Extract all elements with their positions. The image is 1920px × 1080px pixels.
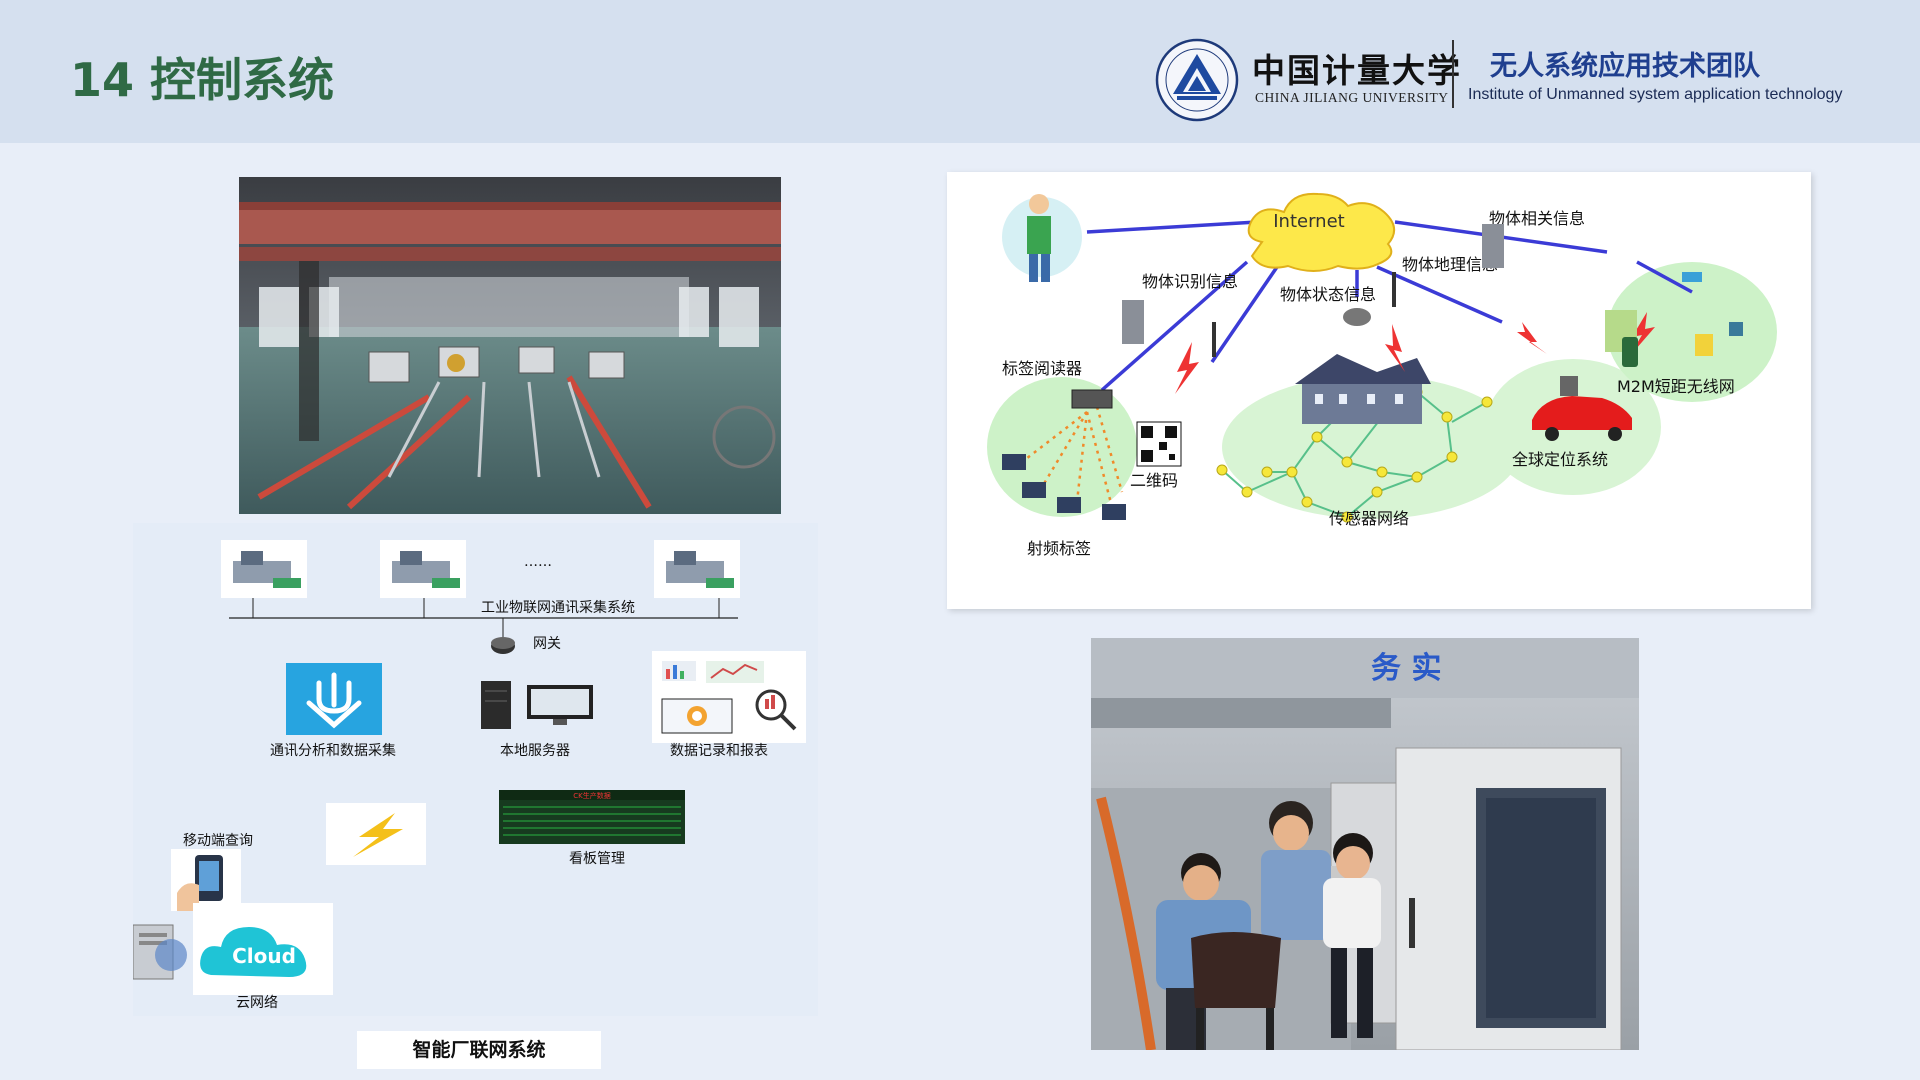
lamp-icon bbox=[1695, 322, 1743, 356]
cloud-icon: Cloud bbox=[193, 903, 333, 995]
mobile-phone-icon bbox=[1605, 310, 1638, 367]
factory-workshop-photo bbox=[239, 177, 781, 514]
label-object-id: 物体识别信息 bbox=[1142, 272, 1238, 291]
bus-label: 工业物联网通讯采集系统 bbox=[481, 599, 635, 616]
node-comm-label: 通讯分析和数据采集 bbox=[270, 742, 396, 759]
machine-icon bbox=[221, 540, 307, 598]
chair bbox=[1191, 932, 1281, 1050]
logo-divider bbox=[1452, 40, 1454, 108]
label-gps: 全球定位系统 bbox=[1512, 450, 1608, 469]
comm-analysis-icon bbox=[286, 663, 382, 735]
kanban-board-title: CK生产数据 bbox=[573, 791, 610, 800]
slide-title: 14 控制系统 bbox=[70, 53, 335, 107]
house-icon bbox=[1295, 354, 1431, 424]
cloud-label: 云网络 bbox=[236, 995, 278, 1011]
header-band: 14 控制系统 中国计量大学 CHINA JILIANG UNIVERSITY … bbox=[0, 0, 1920, 143]
reader-device-icon bbox=[1122, 224, 1504, 344]
node-report-label: 数据记录和报表 bbox=[670, 743, 768, 759]
machines-ellipsis: …… bbox=[524, 554, 552, 570]
machine-icon bbox=[654, 540, 740, 598]
machine-icon bbox=[380, 540, 466, 598]
label-qr-code: 二维码 bbox=[1130, 471, 1178, 490]
label-sensor-network: 传感器网络 bbox=[1329, 509, 1409, 528]
user-person-icon bbox=[1002, 194, 1082, 282]
gateway-label: 网关 bbox=[533, 636, 561, 652]
car-icon bbox=[1532, 376, 1632, 441]
cloud-word: Cloud bbox=[232, 944, 296, 968]
kanban-label: 看板管理 bbox=[569, 851, 625, 867]
iot-architecture-diagram: Internet 物体相关信息 物体地理信息 物体识别信息 物体状态信息 标签阅… bbox=[947, 172, 1811, 609]
sensor-device-icon bbox=[1343, 308, 1371, 326]
satellite-icon bbox=[1682, 272, 1702, 282]
engineer-figure bbox=[1323, 833, 1381, 1038]
internet-cloud-icon: Internet bbox=[1247, 192, 1395, 272]
router-icon bbox=[491, 637, 515, 654]
team-name-cn: 无人系统应用技术团队 bbox=[1490, 51, 1760, 82]
node-server-label: 本地服务器 bbox=[500, 743, 570, 759]
wall-sign-text: 务 实 bbox=[1371, 651, 1441, 686]
internet-label: Internet bbox=[1273, 211, 1344, 232]
university-seal-icon bbox=[1155, 38, 1239, 122]
mobile-phone-icon bbox=[171, 849, 241, 911]
factory-network-diagram: …… 工业物联网通讯采集系统 网关 通讯分析和数据采集 bbox=[133, 523, 818, 1016]
label-m2m: M2M短距无线网 bbox=[1617, 377, 1735, 396]
server-tower-icon bbox=[133, 924, 187, 980]
label-tag-reader: 标签阅读器 bbox=[1002, 359, 1082, 378]
qr-code-icon bbox=[1136, 421, 1182, 467]
label-object-geo: 物体地理信息 bbox=[1402, 255, 1498, 274]
team-name-en: Institute of Unmanned system application… bbox=[1468, 86, 1843, 103]
rfid-tag-icon bbox=[1002, 454, 1126, 520]
server-icon bbox=[481, 681, 511, 729]
label-object-state: 物体状态信息 bbox=[1280, 285, 1376, 304]
label-object-related: 物体相关信息 bbox=[1489, 209, 1585, 228]
logo-block: 中国计量大学 CHINA JILIANG UNIVERSITY 无人系统应用技术… bbox=[1152, 36, 1872, 122]
lightning-bolt-icon bbox=[1175, 312, 1655, 394]
lightning-icon bbox=[326, 803, 426, 865]
mobile-label: 移动端查询 bbox=[183, 833, 253, 849]
tag-reader-icon bbox=[1071, 389, 1113, 409]
university-name-en: CHINA JILIANG UNIVERSITY bbox=[1255, 90, 1449, 105]
antenna-icon bbox=[1212, 272, 1396, 357]
diagram-caption: 智能厂联网系统 bbox=[357, 1031, 601, 1069]
kanban-board-icon: CK生产数据 bbox=[499, 790, 685, 844]
control-cabinet-photo: 务 实 bbox=[1091, 638, 1639, 1050]
university-name-cn: 中国计量大学 bbox=[1252, 51, 1462, 90]
label-rfid: 射频标签 bbox=[1027, 539, 1091, 558]
monitor-icon bbox=[527, 685, 593, 725]
data-report-icon bbox=[652, 651, 806, 743]
